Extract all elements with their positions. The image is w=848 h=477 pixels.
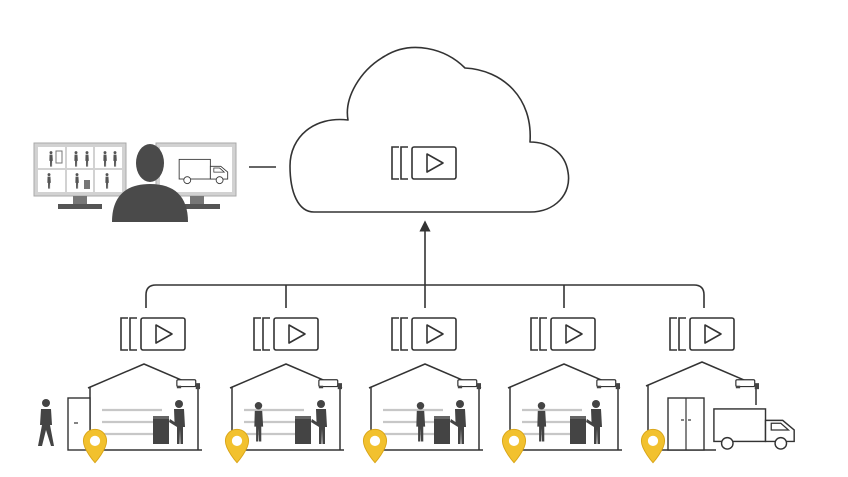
security-camera-icon (176, 379, 201, 390)
clerk-figure (295, 400, 327, 444)
video-stream-icon (391, 317, 457, 351)
operator-person-icon (112, 144, 188, 222)
video-stream-icon (530, 317, 596, 351)
video-stream-icon (253, 317, 319, 351)
building-icon (644, 361, 759, 451)
security-camera-icon (318, 379, 343, 390)
site-3 (362, 317, 483, 464)
customer-figure (254, 402, 264, 442)
location-pin-icon (501, 428, 527, 464)
security-camera-icon (735, 379, 760, 390)
security-camera-icon (457, 379, 482, 390)
clerk-figure (570, 400, 602, 444)
customer-figure (537, 402, 547, 442)
site-1 (38, 317, 202, 464)
location-pin-icon (362, 428, 388, 464)
clerk-figure (153, 400, 185, 444)
location-pin-icon (640, 428, 666, 464)
monitoring-station (33, 142, 276, 222)
truck-icon (713, 408, 795, 450)
video-stream-icon (391, 146, 457, 180)
video-stream-icon (669, 317, 735, 351)
site-connection-bus (145, 284, 705, 308)
location-pin-icon (224, 428, 250, 464)
site-5 (640, 317, 795, 464)
site-4 (501, 317, 622, 464)
monitor-icon (33, 142, 127, 209)
video-stream-icon (120, 317, 186, 351)
cloud-icon (289, 46, 570, 213)
site-2 (224, 317, 344, 464)
clerk-figure (434, 400, 466, 444)
walking-person-icon (38, 399, 54, 446)
monitor-icon (155, 142, 237, 209)
security-camera-icon (596, 379, 621, 390)
location-pin-icon (82, 428, 108, 464)
customer-figure (416, 402, 426, 442)
